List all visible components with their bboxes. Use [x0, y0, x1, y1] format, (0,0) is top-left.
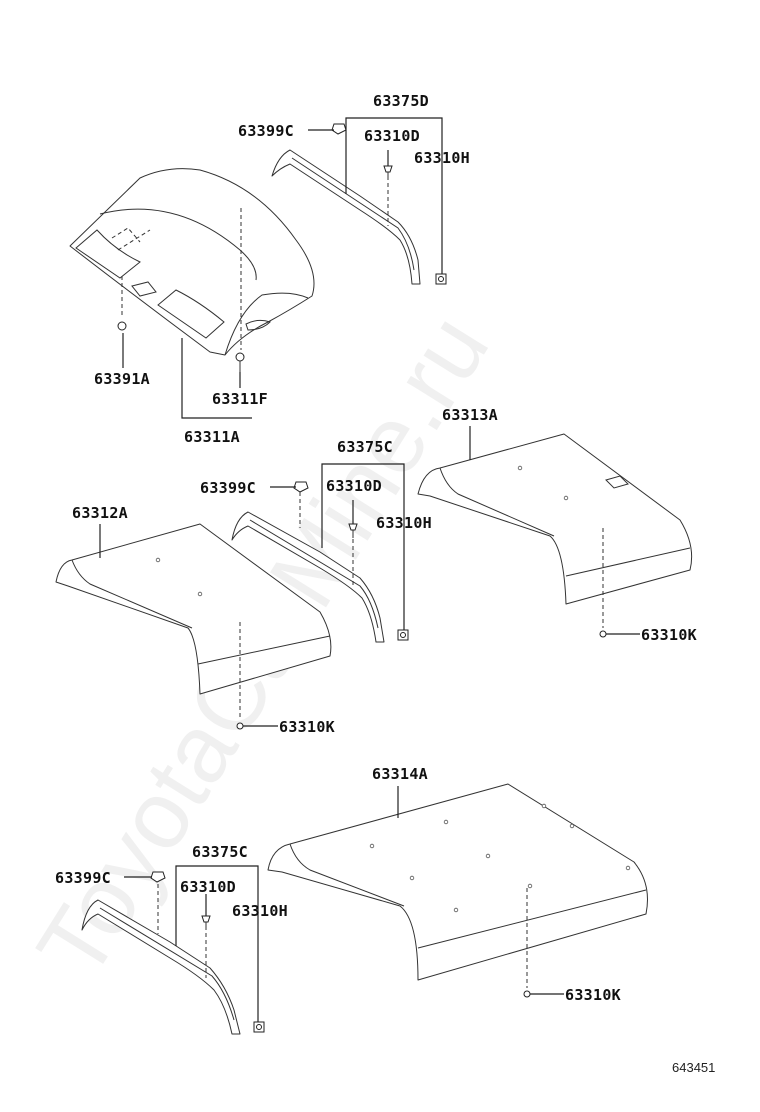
leader-63375D: [345, 117, 443, 274]
roof-rail-middle: [231, 511, 385, 643]
label-63313A: 63313A: [442, 406, 498, 424]
label-63310H-bottom: 63310H: [232, 902, 288, 920]
roof-rail-bottom: [81, 899, 241, 1035]
clip-63310K-bottom-icon: [523, 990, 531, 998]
label-63375D: 63375D: [373, 92, 429, 110]
label-63312A: 63312A: [72, 504, 128, 522]
roof-panel-63312A: [55, 523, 332, 695]
roof-panel-63314A-holes: [369, 803, 631, 913]
label-63314A: 63314A: [372, 765, 428, 783]
label-63375C-bottom: 63375C: [192, 843, 248, 861]
roof-panel-63314A: [267, 783, 648, 981]
roof-rail-top: [271, 149, 421, 285]
label-63310H-top: 63310H: [414, 149, 470, 167]
label-63311F: 63311F: [212, 390, 268, 408]
label-63310K-right: 63310K: [641, 626, 697, 644]
headliner-panel: [69, 168, 315, 356]
label-63399C-top: 63399C: [238, 122, 294, 140]
label-63310D-bottom: 63310D: [180, 878, 236, 896]
label-63310D-top: 63310D: [364, 127, 420, 145]
label-63391A: 63391A: [94, 370, 150, 388]
label-63399C-bottom: 63399C: [55, 869, 111, 887]
screw-63310D-top-icon: [383, 165, 393, 180]
leader-63375C-bottom: [175, 865, 259, 1022]
label-63311A: 63311A: [184, 428, 240, 446]
label-63310K-left: 63310K: [279, 718, 335, 736]
label-63310H-middle: 63310H: [376, 514, 432, 532]
screw-63311F-icon: [235, 352, 245, 372]
clip-63391A-icon: [117, 321, 127, 331]
screw-63310D-middle-icon: [348, 523, 358, 538]
label-63310K-bottom: 63310K: [565, 986, 621, 1004]
leader-63375C-middle: [321, 463, 405, 630]
clip-63310K-right-icon: [599, 630, 607, 638]
clip-63310K-left-icon: [236, 722, 244, 730]
label-63375C-middle: 63375C: [337, 438, 393, 456]
screw-63310D-bottom-icon: [201, 915, 211, 930]
diagram-id: 643451: [672, 1060, 715, 1075]
label-63310D-middle: 63310D: [326, 477, 382, 495]
clip-63399C-top-icon: [331, 123, 347, 135]
nut-63310H-top-icon: [435, 273, 447, 285]
roof-panel-63313A: [417, 433, 693, 605]
nut-63310H-middle-icon: [397, 629, 409, 641]
roof-panel-63313A-holes: [517, 465, 569, 501]
nut-63310H-bottom-icon: [253, 1021, 265, 1033]
leader-63311A: [181, 338, 252, 419]
label-63399C-middle: 63399C: [200, 479, 256, 497]
roof-panel-63312A-holes: [155, 557, 203, 597]
